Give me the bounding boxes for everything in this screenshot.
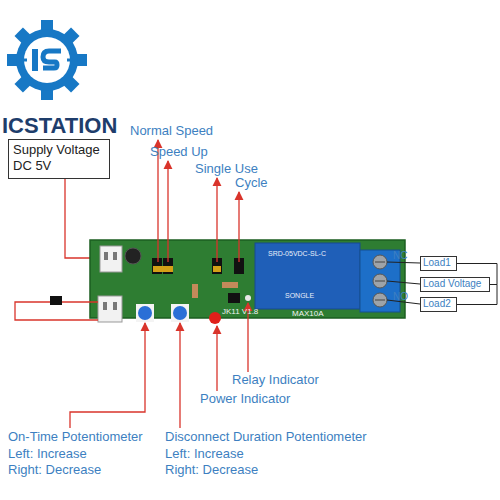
leader-line: [179, 323, 180, 428]
power-connector: [100, 246, 122, 272]
off-time-pot: [173, 306, 187, 320]
pot-note: Left: Increase: [165, 447, 244, 462]
load-wire: [457, 285, 497, 305]
logo-mark: [32, 49, 38, 71]
pot-label: Disconnect Duration Potentiometer: [165, 430, 367, 445]
logo-gear: [7, 20, 87, 100]
pot-note: Right: Decrease: [165, 463, 258, 478]
board-marking: MAX10A: [292, 309, 324, 318]
jumper-label: Cycle: [235, 176, 268, 191]
pot-note: Left: Increase: [8, 447, 87, 462]
switch-symbol: [50, 296, 62, 305]
led-label: Relay Indicator: [232, 373, 319, 388]
connector-pin: [113, 302, 117, 310]
resistor: [222, 282, 238, 288]
relay-marking: SONGLE: [285, 292, 314, 300]
relay-body: [255, 243, 360, 309]
gear-hole: [24, 37, 70, 83]
switch-wire: [62, 301, 98, 302]
load-wire: [387, 262, 420, 263]
load-box: Load2: [420, 297, 457, 312]
pot-label: On-Time Potentiometer: [8, 430, 143, 445]
resistor: [192, 284, 198, 298]
node-text: Load2: [423, 298, 454, 310]
jumper-label: Speed Up: [150, 145, 208, 160]
load-wire: [387, 281, 420, 284]
off-time-pot: [171, 304, 189, 322]
jumper-label: Normal Speed: [130, 124, 213, 139]
relay-led: [245, 295, 251, 301]
leader-line: [216, 326, 217, 391]
screw-slot: [375, 281, 385, 282]
logo-mark: [21, 59, 27, 62]
relay-marking: SRD-05VDC-SL-C: [268, 250, 326, 258]
capacitor: [125, 248, 141, 264]
screw-slot: [375, 262, 385, 263]
terminal-screw: [373, 293, 387, 307]
node-text: Load Voltage: [423, 278, 487, 290]
on-time-pot: [136, 304, 154, 322]
logo-mark: [43, 51, 61, 68]
switch-wire: [15, 302, 98, 320]
terminal-screw: [373, 274, 387, 288]
connector-pin: [103, 302, 107, 310]
leader-line: [216, 178, 217, 262]
logo-mark: [67, 59, 73, 62]
board-marking: JK11 V1.8: [222, 307, 258, 316]
load-box: Load Voltage: [420, 277, 490, 292]
transistor: [228, 293, 240, 303]
connector-pin: [104, 252, 108, 260]
load-box: Load1: [420, 256, 457, 271]
leader-line: [167, 161, 168, 262]
terminal-screw: [373, 255, 387, 269]
load-wire: [457, 264, 497, 285]
led-label: Power Indicator: [200, 392, 290, 407]
terminal-label: NC: [393, 250, 407, 262]
leader-line: [238, 192, 239, 262]
terminal-label: NO: [393, 291, 408, 303]
jumper-label: Single Use: [195, 162, 258, 177]
gear-body: [16, 29, 78, 91]
jumper-cap: [213, 266, 221, 272]
switch-connector: [98, 296, 122, 322]
jumper-cap: [153, 266, 173, 272]
leader-line: [70, 323, 145, 428]
supply-box: Supply Voltage DC 5V: [8, 139, 110, 179]
pot-note: Right: Decrease: [8, 463, 101, 478]
on-time-pot: [138, 306, 152, 320]
node-text: Load1: [423, 257, 454, 269]
connector-pin: [113, 252, 117, 260]
screw-slot: [375, 300, 385, 301]
brand-name: ICSTATION: [2, 113, 117, 138]
node-text: Supply Voltage DC 5V: [13, 142, 105, 173]
power-led: [209, 312, 221, 324]
